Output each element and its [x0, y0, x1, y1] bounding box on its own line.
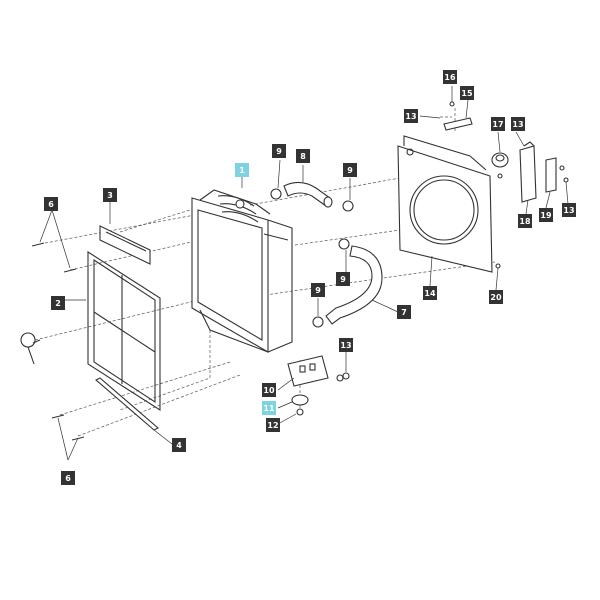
- callout-16[interactable]: 16: [443, 70, 457, 84]
- callout-9-d[interactable]: 9: [311, 283, 325, 297]
- knob: [20, 332, 41, 365]
- part-11-rubber-mount: [291, 394, 309, 406]
- callout-13-top[interactable]: 13: [404, 109, 418, 123]
- callout-13-right[interactable]: 13: [562, 203, 576, 217]
- callout-4[interactable]: 4: [172, 438, 186, 452]
- callout-1[interactable]: 1: [235, 163, 249, 177]
- clamps-9: [270, 188, 354, 328]
- callout-8[interactable]: 8: [296, 149, 310, 163]
- callout-9-b[interactable]: 9: [343, 163, 357, 177]
- callout-13-tank[interactable]: 13: [511, 117, 525, 131]
- part-18-tank: [519, 141, 537, 203]
- part-8-hose: [283, 181, 333, 208]
- callout-3[interactable]: 3: [103, 188, 117, 202]
- callout-11[interactable]: 11: [262, 401, 276, 415]
- part-2-screen-frame: [87, 250, 161, 412]
- bolts-right: [495, 165, 569, 269]
- callout-9-c[interactable]: 9: [336, 272, 350, 286]
- part-4-bar: [95, 377, 159, 431]
- callout-19[interactable]: 19: [539, 208, 553, 222]
- callout-14[interactable]: 14: [423, 286, 437, 300]
- callout-7[interactable]: 7: [397, 305, 411, 319]
- part-14-fan-shroud: [397, 135, 493, 273]
- part-7-lower-hose: [325, 245, 383, 325]
- part-19-bracket: [545, 157, 557, 193]
- part-17-cap: [491, 152, 509, 168]
- callout-9-a[interactable]: 9: [272, 144, 286, 158]
- part-12-nut: [296, 408, 304, 416]
- part-15-bracket: [443, 101, 473, 131]
- callout-15[interactable]: 15: [460, 86, 474, 100]
- callout-18[interactable]: 18: [518, 214, 532, 228]
- bolts-6: [31, 242, 85, 441]
- callout-6-bottom[interactable]: 6: [61, 471, 75, 485]
- callout-17[interactable]: 17: [491, 117, 505, 131]
- callout-12[interactable]: 12: [266, 418, 280, 432]
- callout-2[interactable]: 2: [51, 296, 65, 310]
- callout-6-top[interactable]: 6: [44, 197, 58, 211]
- callout-10[interactable]: 10: [262, 383, 276, 397]
- callout-13-mount[interactable]: 13: [339, 338, 353, 352]
- part-10-mount: [287, 355, 350, 387]
- part-3-bracket: [99, 225, 151, 265]
- part-1-radiator: [191, 189, 293, 353]
- leader-lines: [39, 86, 569, 461]
- callout-20[interactable]: 20: [489, 290, 503, 304]
